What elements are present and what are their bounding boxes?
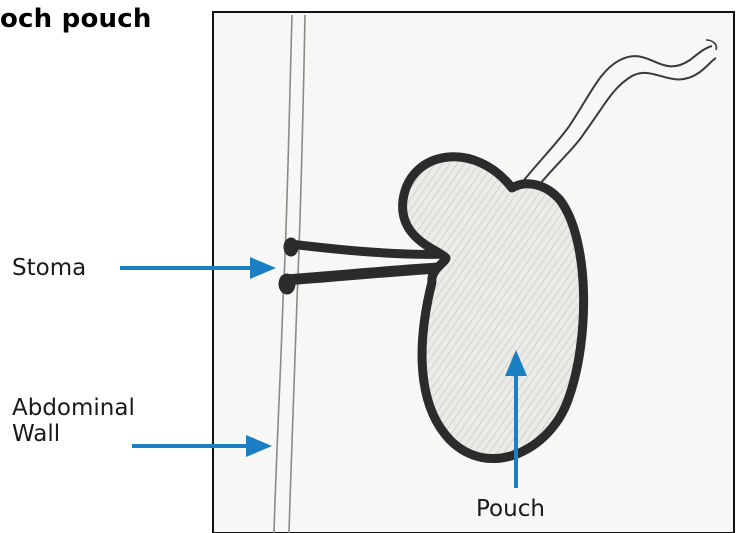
abdominal-wall-arrow (132, 435, 272, 457)
pouch-label: Pouch (476, 496, 545, 522)
abdominal-wall-label: Abdominal Wall (12, 395, 135, 448)
pouch-shape (403, 157, 584, 459)
abdominal-wall-label-line2: Wall (12, 421, 135, 447)
stoma-label: Stoma (12, 255, 86, 281)
stoma-arrow (120, 257, 276, 279)
abdominal-wall-label-line1: Abdominal (12, 395, 135, 421)
